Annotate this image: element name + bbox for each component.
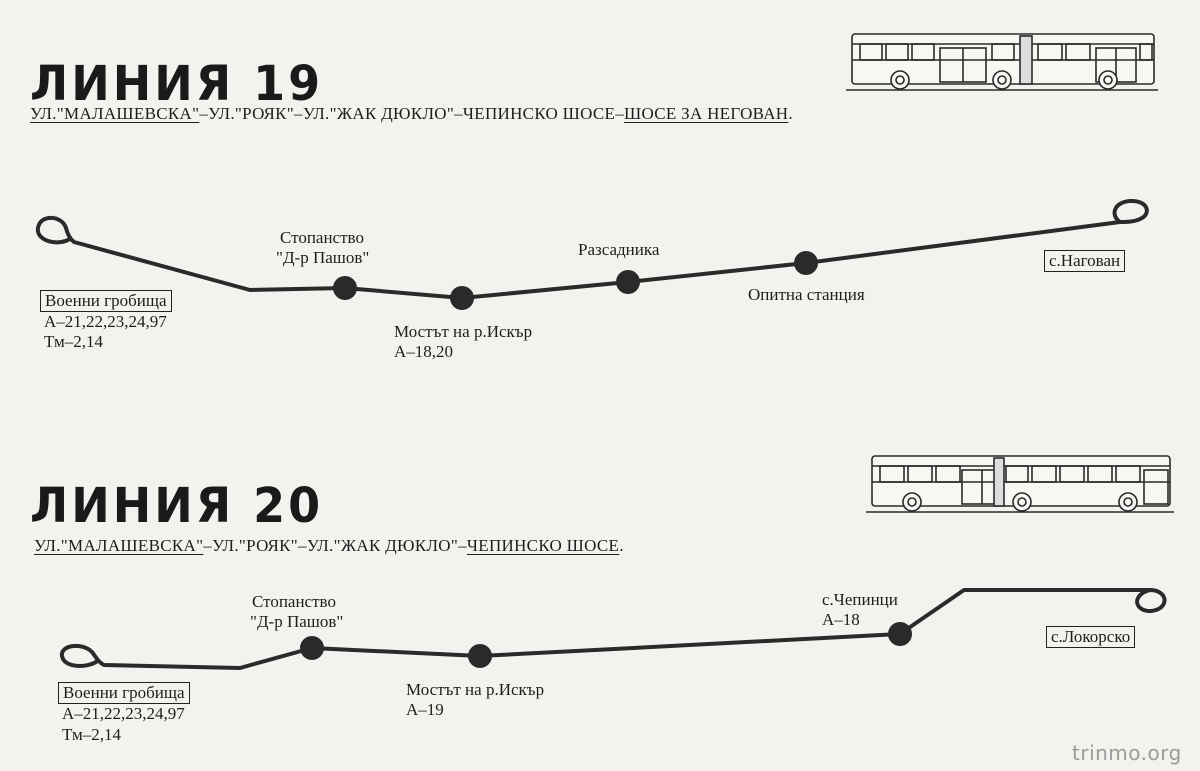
line19-start-terminal: Военни гробища <box>40 290 172 312</box>
route-street: УЛ."РОЯК" <box>212 536 298 555</box>
route-separator: – <box>458 536 467 555</box>
line19-stop-opitna-label: Опитна станция <box>748 285 865 304</box>
route-separator: – <box>294 104 303 123</box>
watermark: trinmo.org <box>1072 741 1182 765</box>
line19-stop-bridge <box>450 286 474 310</box>
line19-route-description: УЛ."МАЛАШЕВСКА"–УЛ."РОЯК"–УЛ."ЖАК ДЮКЛО"… <box>30 104 793 124</box>
line20-stop-bridge-label: Мостът на р.Искър <box>406 680 545 699</box>
line20-stop-chepintsi <box>888 622 912 646</box>
line20-stop-stopanstvo-label-2: "Д-р Пашов" <box>250 612 344 631</box>
line20-route-path <box>60 588 1167 670</box>
line19-stop-bridge-label: Мостът на р.Искър <box>394 322 533 341</box>
route-end: . <box>619 536 624 555</box>
route-separator: – <box>298 536 307 555</box>
line20-route-description: УЛ."МАЛАШЕВСКА"–УЛ."РОЯК"–УЛ."ЖАК ДЮКЛО"… <box>34 536 624 556</box>
line19-stop-opitna <box>794 251 818 275</box>
route-street: ЧЕПИНСКО ШОСЕ <box>466 536 620 555</box>
line19-stop-bridge-transfers: А–18,20 <box>394 342 454 361</box>
route-street: УЛ."ЖАК ДЮКЛО" <box>306 536 459 555</box>
route-street: УЛ."ЖАК ДЮКЛО" <box>302 104 455 123</box>
line20-title: ЛИНИЯ 20 <box>30 476 324 534</box>
line20-stop-stopanstvo-label: Стопанство <box>252 592 336 611</box>
line19-stop-stopanstvo-label: Стопанство <box>280 228 364 247</box>
route-separator: – <box>454 104 463 123</box>
line19-stop-razsadnika <box>616 270 640 294</box>
line20-stop-bridge <box>468 644 492 668</box>
route-street: УЛ."МАЛАШЕВСКА" <box>30 104 200 123</box>
line20-stop-stopanstvo <box>300 636 324 660</box>
line20-start-terminal: Военни гробища <box>58 682 190 704</box>
line19-stop-stopanstvo-label-2: "Д-р Пашов" <box>276 248 370 267</box>
line19-stop-stopanstvo <box>333 276 357 300</box>
line19-stop-razsadnika-label: Разсадника <box>578 240 660 259</box>
line19-end-terminal: с.Нагован <box>1044 250 1126 272</box>
line19-title: ЛИНИЯ 19 <box>30 54 324 112</box>
route-street: ЧЕПИНСКО ШОСЕ <box>462 104 616 123</box>
route-end: . <box>788 104 793 123</box>
line20-stop-chepintsi-label: с.Чепинци <box>822 590 898 609</box>
route-separator: – <box>203 536 213 555</box>
line20-start-transfers-tram: Тм–2,14 <box>62 725 121 744</box>
line20-start-transfers-bus: А–21,22,23,24,97 <box>62 704 185 723</box>
route-street: УЛ."РОЯК" <box>208 104 294 123</box>
line19-start-transfers-bus: А–21,22,23,24,97 <box>44 312 167 331</box>
line20-stop-bridge-transfers: А–19 <box>406 700 444 719</box>
line20-stop-chepintsi-transfers: А–18 <box>822 610 860 629</box>
route-separator: – <box>615 104 625 123</box>
articulated-bus-icon <box>846 33 1158 91</box>
line19-start-transfers-tram: Тм–2,14 <box>44 332 103 351</box>
line20-end-terminal: с.Локорско <box>1046 626 1136 648</box>
route-separator: – <box>199 104 209 123</box>
route-street: ШОСЕ ЗА НЕГОВАН <box>624 104 789 123</box>
articulated-bus-icon <box>866 455 1174 513</box>
route-street: УЛ."МАЛАШЕВСКА" <box>34 536 204 555</box>
